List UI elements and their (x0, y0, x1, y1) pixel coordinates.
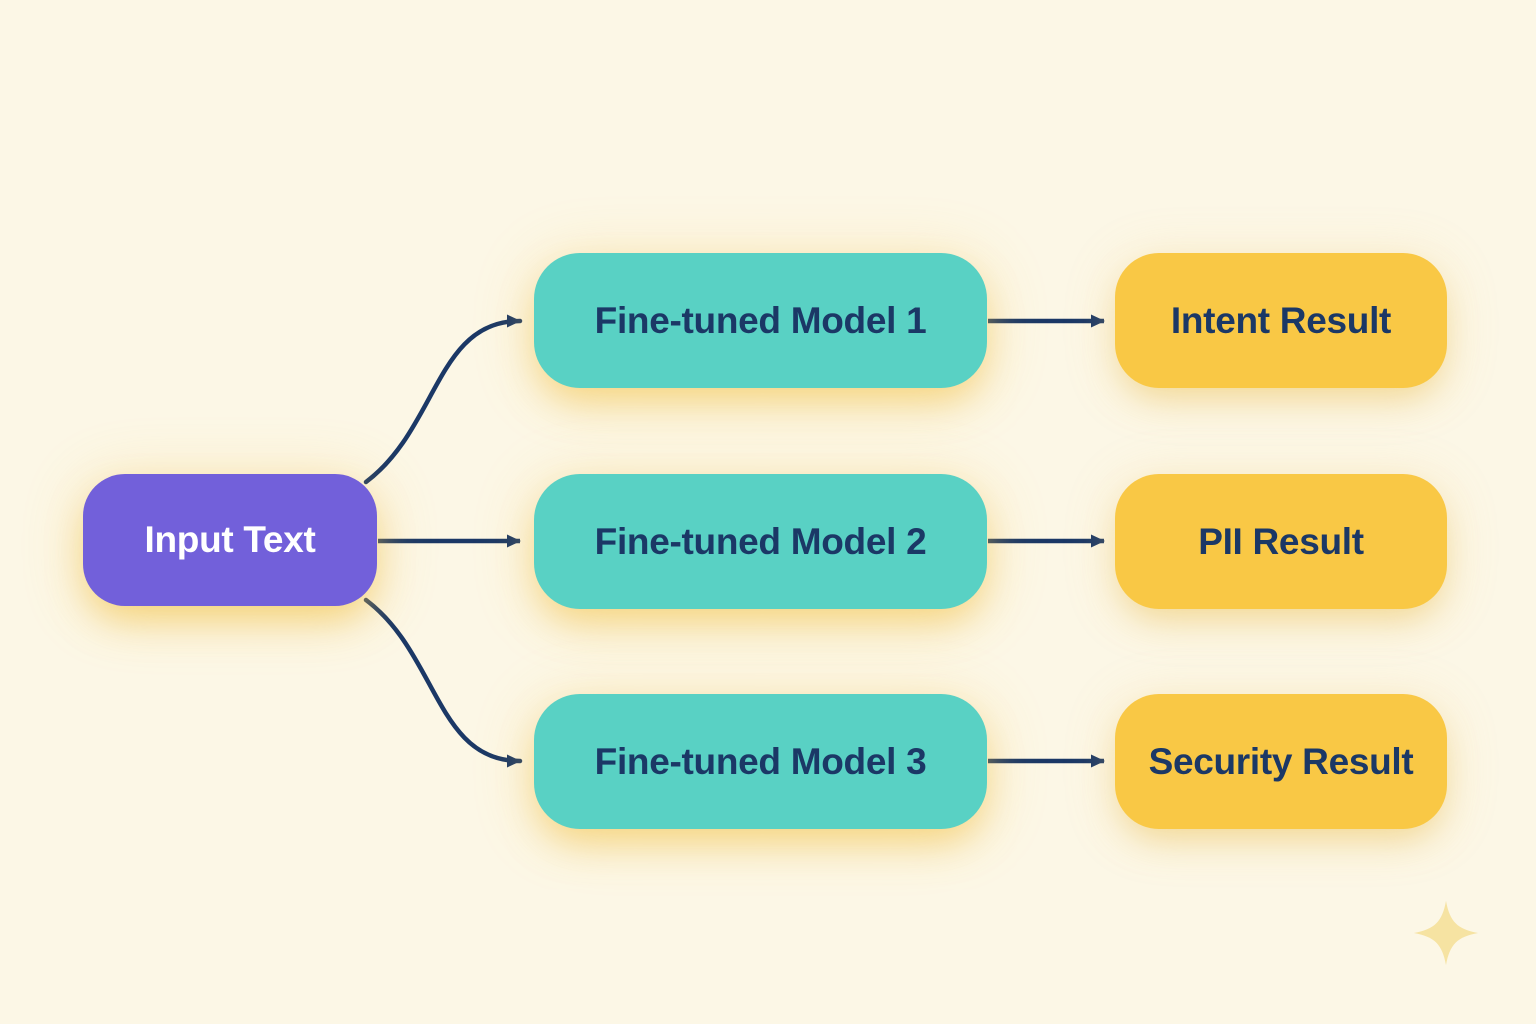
node-intent-result: Intent Result (1115, 253, 1447, 388)
edge-input-to-model-3 (363, 597, 523, 768)
node-fine-tuned-model-1-label: Fine-tuned Model 1 (594, 299, 927, 341)
node-input-text-label: Input Text (144, 519, 316, 560)
node-pii-result-label: PII Result (1198, 520, 1364, 562)
edge-input-to-model-1 (363, 314, 523, 485)
node-intent-result-label: Intent Result (1170, 299, 1392, 341)
node-fine-tuned-model-1: Fine-tuned Model 1 (534, 253, 987, 388)
sparkle-icon (1413, 900, 1479, 966)
node-pii-result: PII Result (1115, 474, 1447, 609)
node-fine-tuned-model-2: Fine-tuned Model 2 (534, 474, 987, 609)
node-input-text: Input Text (83, 474, 377, 606)
node-fine-tuned-model-3: Fine-tuned Model 3 (534, 694, 987, 829)
node-fine-tuned-model-3-label: Fine-tuned Model 3 (594, 740, 927, 782)
node-security-result: Security Result (1115, 694, 1447, 829)
node-security-result-label: Security Result (1148, 740, 1414, 782)
node-fine-tuned-model-2-label: Fine-tuned Model 2 (594, 520, 927, 562)
